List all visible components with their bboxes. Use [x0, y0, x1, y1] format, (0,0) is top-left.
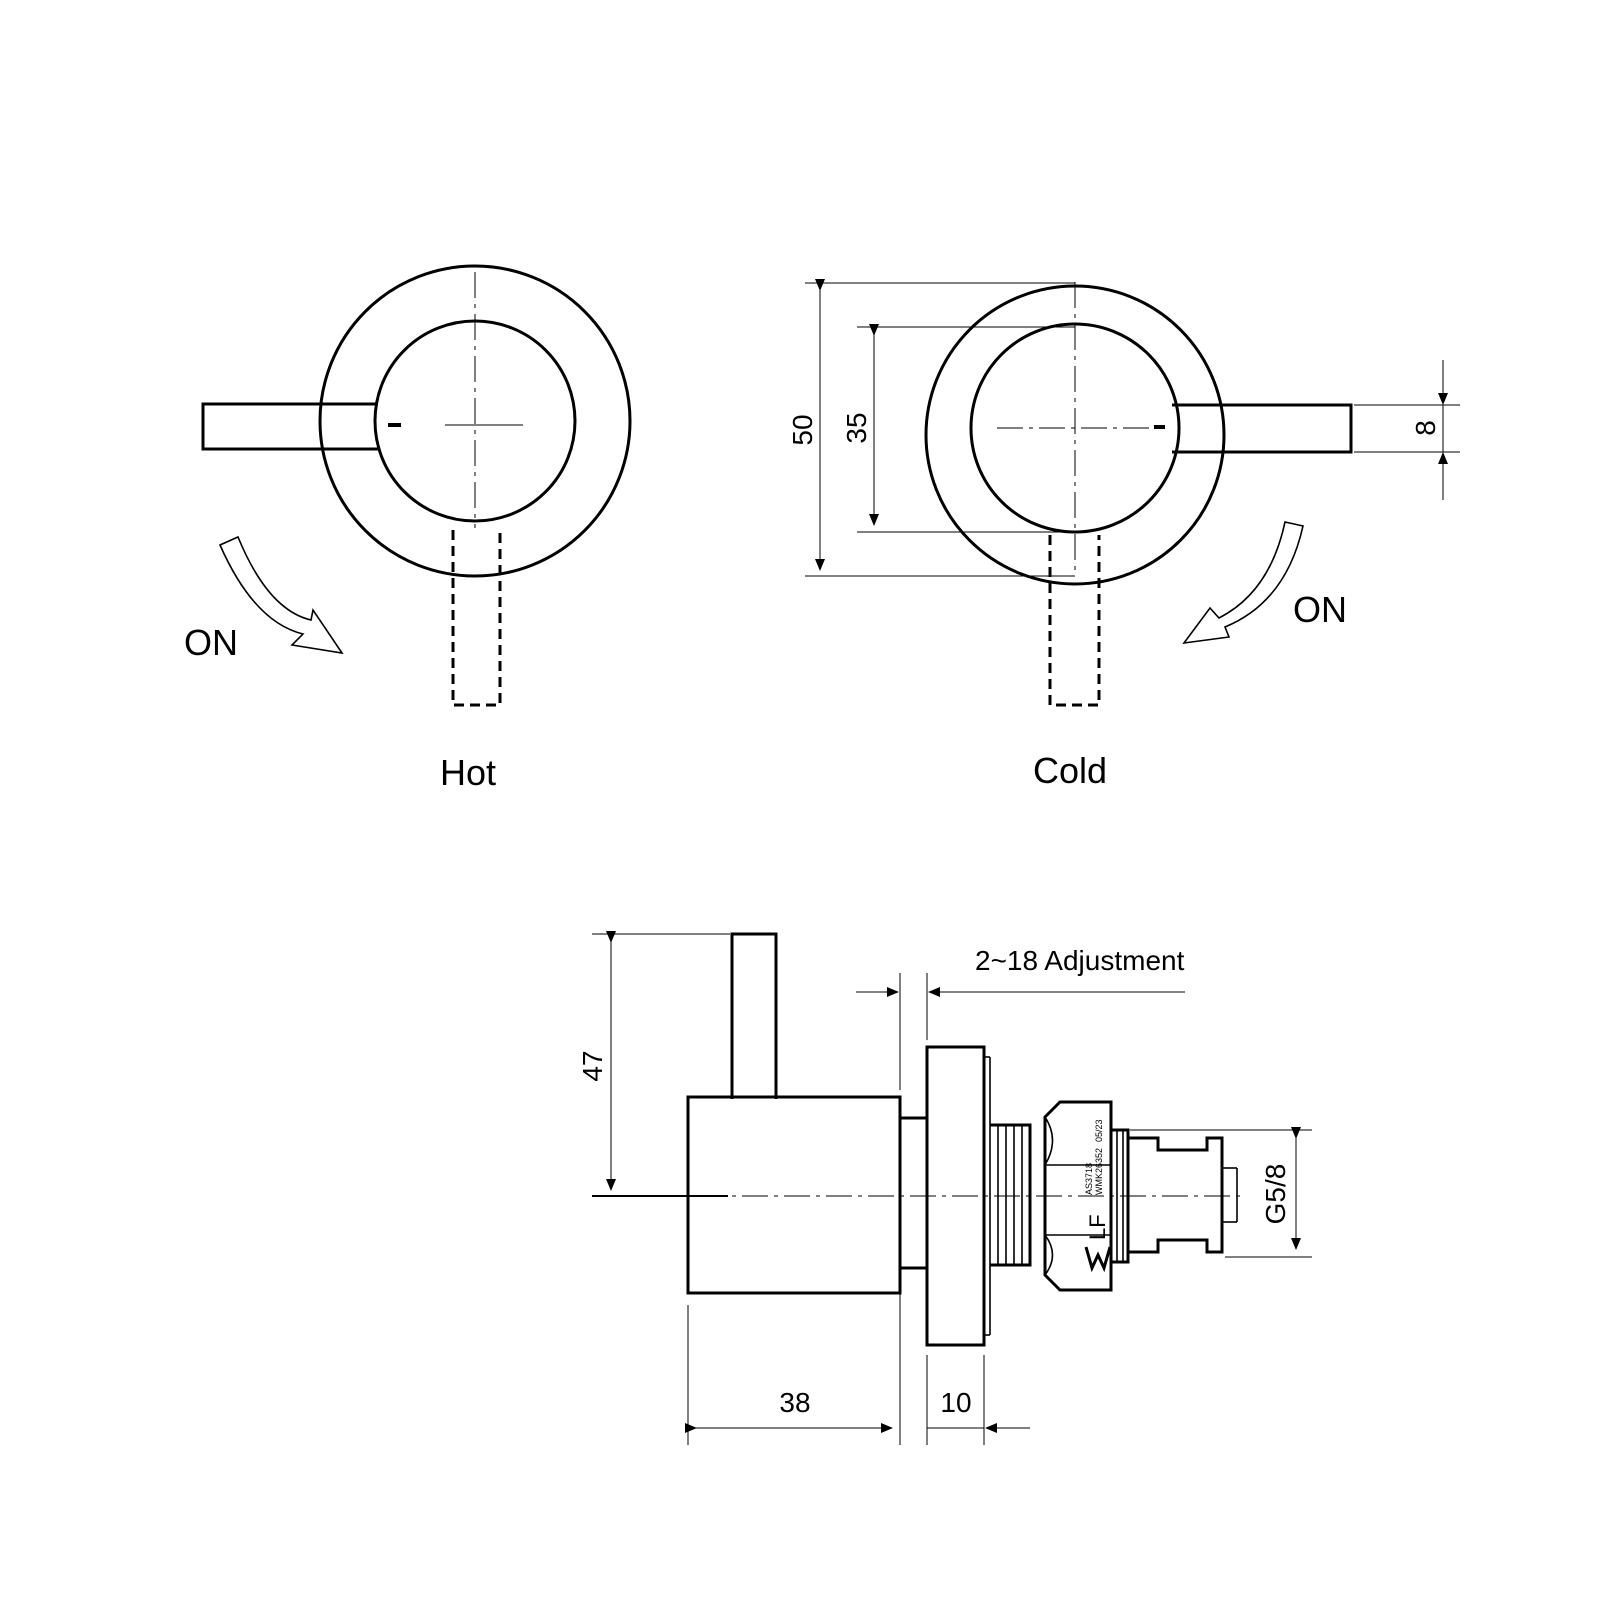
dimension-47-label: 47 — [577, 1050, 608, 1081]
dimension-lever-width: 8 — [1354, 360, 1460, 500]
cold-on-label: ON — [1293, 589, 1347, 630]
dimension-adjustment: 2~18 Adjustment — [856, 945, 1185, 1090]
cold-front-view: ON Cold 50 35 8 — [787, 279, 1460, 791]
cold-rotation-arrow — [1182, 521, 1304, 645]
adjustment-label: 2~18 Adjustment — [975, 945, 1185, 976]
cold-lever — [1172, 403, 1353, 454]
dimension-35-label: 35 — [841, 412, 872, 443]
side-hex-nut: AS3718 WMK26352 05/23 LF — [1043, 1100, 1113, 1292]
hot-flange-circle — [318, 264, 632, 578]
dimension-50-label: 50 — [787, 414, 818, 445]
marking-standard: AS3718 — [1084, 1163, 1094, 1195]
dimension-10-label: 10 — [940, 1387, 971, 1418]
hot-lever — [201, 402, 378, 451]
marking-lf: LF — [1085, 1214, 1110, 1240]
cold-title: Cold — [1033, 750, 1107, 791]
hot-on-label: ON — [184, 622, 238, 663]
watermark-logo-icon — [1084, 1246, 1112, 1273]
hot-title: Hot — [440, 752, 496, 793]
dimension-thread: G5/8 — [1130, 1127, 1312, 1258]
dimension-38-label: 38 — [779, 1387, 810, 1418]
marking-date: 05/23 — [1094, 1119, 1104, 1142]
cold-lever-off-position — [1048, 535, 1101, 707]
side-sleeve — [898, 1116, 929, 1270]
dimension-inner-diameter: 35 — [841, 324, 1075, 533]
marking-certificate: WMK26352 — [1094, 1148, 1104, 1195]
hot-lever-off-position — [451, 530, 502, 707]
dimension-thread-label: G5/8 — [1260, 1164, 1291, 1225]
dimension-outer-diameter: 50 — [787, 279, 1075, 577]
dimension-lever-height: 47 — [577, 931, 730, 1197]
hot-front-view: ON Hot — [184, 264, 632, 793]
hot-rotation-arrow — [218, 535, 344, 655]
side-view: AS3718 WMK26352 05/23 LF 47 — [577, 931, 1312, 1445]
side-threaded-section — [990, 1123, 1032, 1267]
side-lever — [730, 932, 778, 1099]
dimension-flange-thickness: 10 — [926, 1355, 1030, 1445]
dimension-body-length: 38 — [685, 1282, 901, 1445]
dimension-8-label: 8 — [1410, 420, 1441, 436]
